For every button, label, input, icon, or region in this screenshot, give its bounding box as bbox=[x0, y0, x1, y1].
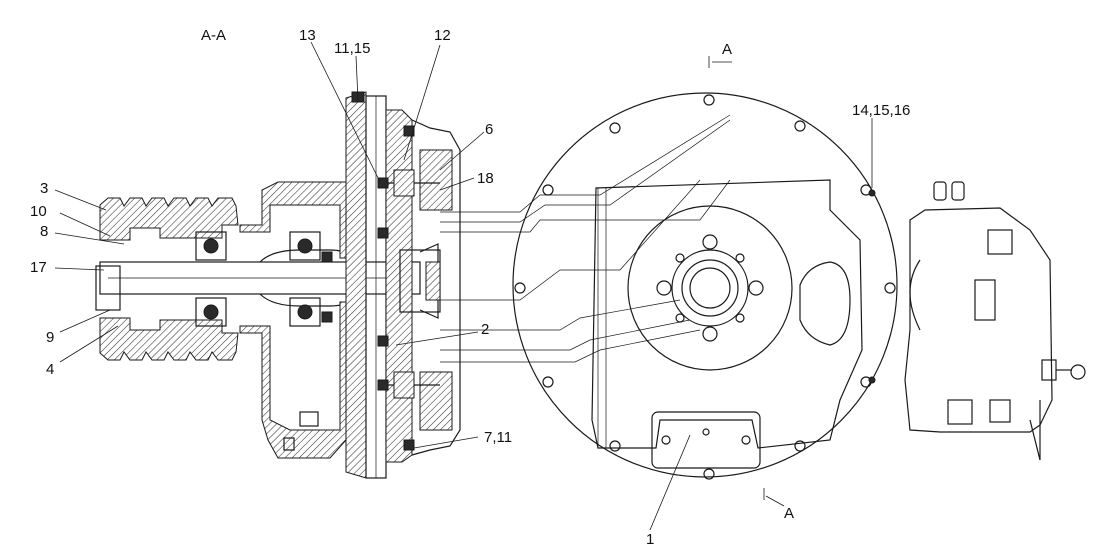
callout-14-15-16: 14,15,16 bbox=[852, 102, 910, 119]
callout-9: 9 bbox=[46, 329, 54, 346]
leader-lines bbox=[54, 41, 873, 531]
callout-13: 13 bbox=[299, 27, 316, 44]
callout-11-15: 11,15 bbox=[334, 40, 370, 57]
pulley-upper bbox=[99, 197, 239, 241]
housing-lower bbox=[239, 301, 361, 459]
flywheel-ring bbox=[385, 109, 413, 463]
perimeter-bolt-holes bbox=[514, 94, 896, 480]
hub-outer bbox=[627, 205, 793, 371]
cover-plate bbox=[651, 411, 761, 469]
bearing-lower-right bbox=[289, 297, 321, 327]
section-view bbox=[95, 91, 461, 479]
front-view bbox=[440, 56, 898, 500]
flywheel-housing bbox=[411, 119, 461, 456]
pulley-lower bbox=[99, 317, 239, 361]
callout-10: 10 bbox=[30, 203, 47, 220]
callout-3: 3 bbox=[40, 180, 48, 197]
shaft-nut bbox=[95, 265, 121, 311]
callout-17: 17 bbox=[30, 259, 47, 276]
hub-bolts bbox=[656, 234, 764, 342]
callout-7-11: 7,11 bbox=[484, 429, 512, 446]
callout-6: 6 bbox=[485, 121, 493, 138]
bearing-upper-left bbox=[195, 231, 227, 261]
pipe-lines bbox=[440, 114, 731, 363]
callout-8: 8 bbox=[40, 223, 48, 240]
section-title: A-A bbox=[201, 27, 226, 44]
flange-plate bbox=[345, 91, 367, 479]
callout-12: 12 bbox=[434, 27, 451, 44]
callout-1: 1 bbox=[646, 531, 654, 548]
section-mark-bottom: A bbox=[784, 505, 794, 522]
bearing-lower-left bbox=[195, 297, 227, 327]
gearbox-body bbox=[591, 179, 863, 449]
bearing-upper-right bbox=[289, 231, 321, 261]
section-mark-top: A bbox=[722, 41, 732, 58]
callout-2: 2 bbox=[481, 321, 489, 338]
callout-4: 4 bbox=[46, 361, 54, 378]
callout-18: 18 bbox=[477, 170, 494, 187]
hub-inner bbox=[671, 249, 749, 327]
pump-unit bbox=[868, 181, 1086, 461]
